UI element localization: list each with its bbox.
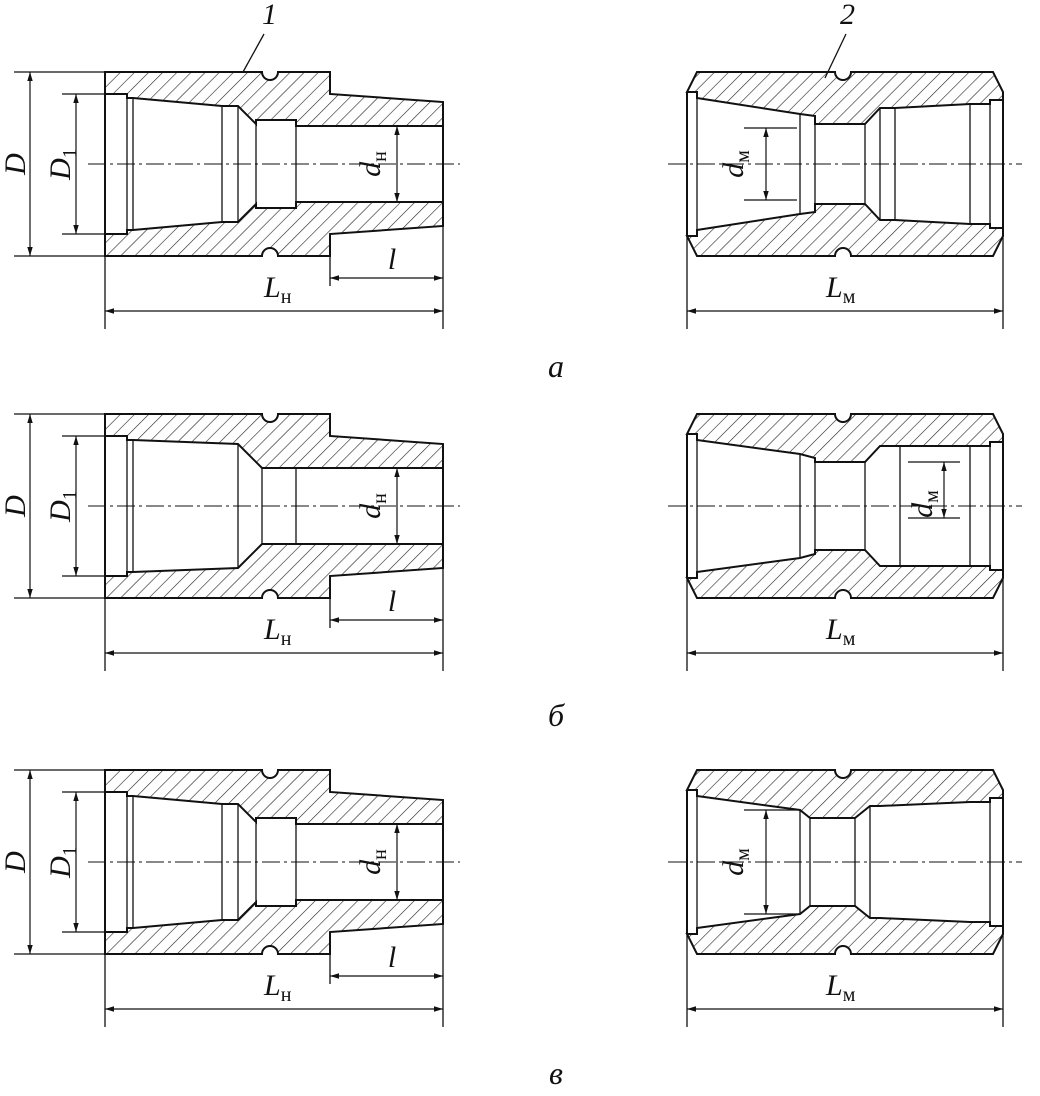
- row-label-a: а: [548, 348, 564, 384]
- row-label-b: б: [548, 697, 565, 733]
- label-l: l: [388, 585, 396, 618]
- label-D1: D1: [44, 846, 81, 879]
- label-D: D: [0, 495, 32, 518]
- label-dm: dм: [717, 848, 754, 876]
- label-l: l: [388, 941, 396, 974]
- label-dm: dм: [717, 150, 754, 178]
- label-Ln: Lн: [263, 969, 292, 1006]
- coupling-section: [685, 769, 1004, 955]
- label-dn: dн: [354, 493, 391, 519]
- label-dn: dн: [354, 151, 391, 177]
- label-dm: dм: [906, 490, 943, 518]
- callout-leader-1: [242, 33, 265, 73]
- label-Ln: Lн: [263, 613, 292, 650]
- row-b: D D1 dн l Lн dм Lм б: [0, 413, 1022, 733]
- label-dn: dн: [354, 849, 391, 875]
- label-Lm: Lм: [825, 969, 856, 1006]
- label-D: D: [0, 153, 32, 176]
- coupling-section: [685, 413, 1004, 599]
- callout-1: 1: [262, 0, 277, 31]
- callout-leader-2: [824, 33, 847, 79]
- nipple-section: [104, 413, 444, 599]
- label-l: l: [388, 243, 396, 276]
- label-Lm: Lм: [825, 613, 856, 650]
- label-D: D: [0, 851, 32, 874]
- row-label-c: в: [549, 1055, 563, 1091]
- label-Ln: Lн: [263, 271, 292, 308]
- label-Lm: Lм: [825, 271, 856, 308]
- label-D1: D1: [44, 148, 81, 181]
- row-c: D D1 dн l Lн dм Lм в: [0, 769, 1022, 1091]
- callout-2: 2: [840, 0, 855, 31]
- label-D1: D1: [44, 490, 81, 523]
- row-a: D D1 dн l Lн 1 dм Lм 2 а: [0, 0, 1022, 384]
